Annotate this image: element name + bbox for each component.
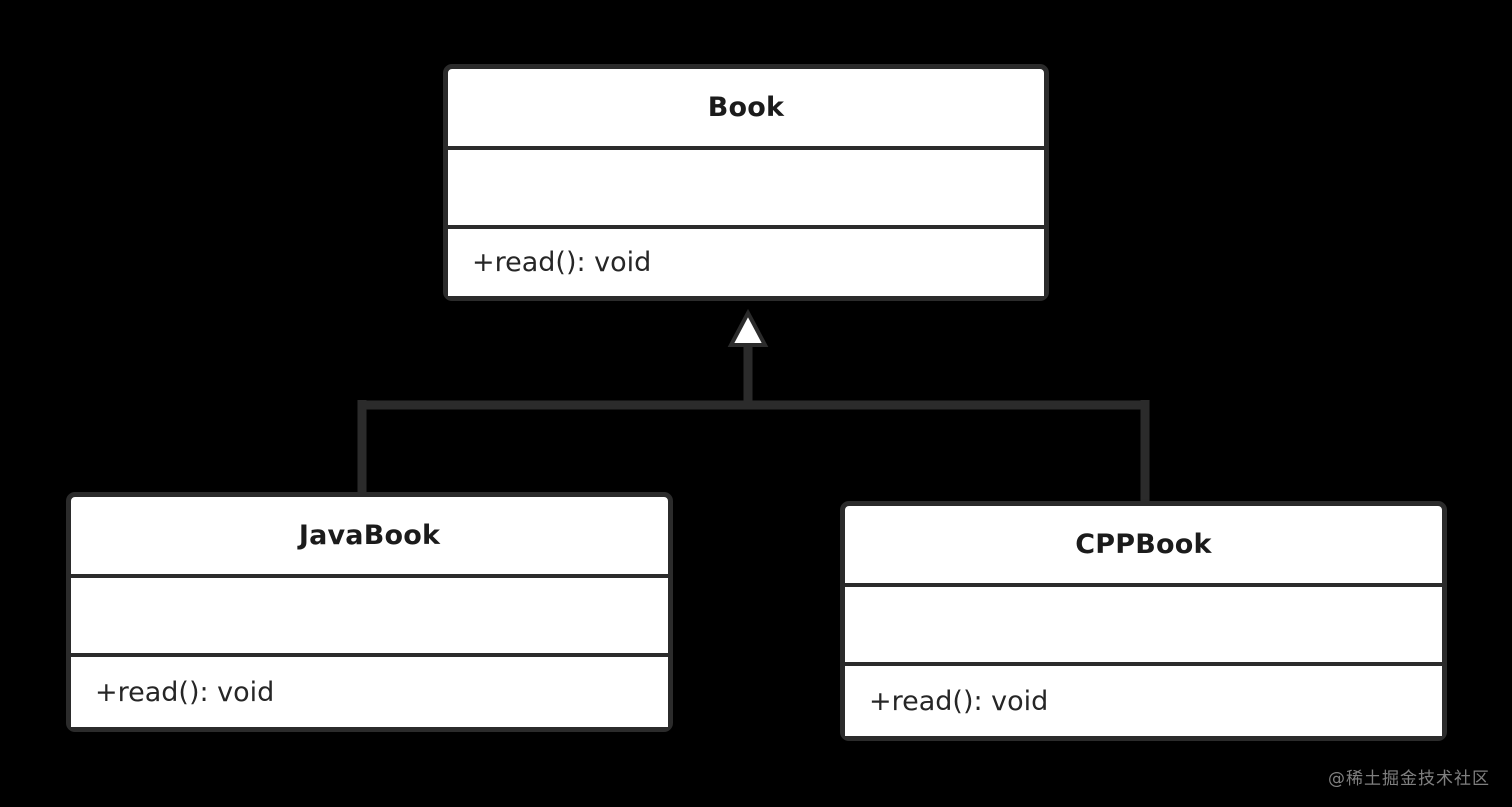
uml-attributes-compartment-javabook — [71, 574, 668, 653]
inheritance-arrowhead-icon — [727, 308, 769, 347]
uml-method-javabook-read: +read(): void — [95, 676, 275, 708]
uml-attributes-compartment-book — [448, 146, 1044, 225]
uml-attributes-compartment-cppbook — [845, 583, 1442, 662]
uml-methods-compartment-cppbook: +read(): void — [845, 662, 1442, 736]
uml-class-javabook[interactable]: JavaBook +read(): void — [66, 492, 673, 732]
uml-methods-compartment-javabook: +read(): void — [71, 653, 668, 727]
uml-method-cppbook-read: +read(): void — [869, 685, 1049, 717]
uml-class-name-book: Book — [707, 92, 785, 123]
uml-class-name-cppbook: CPPBook — [1075, 529, 1212, 560]
uml-class-cppbook[interactable]: CPPBook +read(): void — [840, 501, 1447, 741]
uml-method-book-read: +read(): void — [472, 247, 652, 278]
uml-class-name-javabook: JavaBook — [298, 520, 441, 551]
uml-class-book[interactable]: Book +read(): void — [443, 64, 1049, 301]
watermark-text: @稀土掘金技术社区 — [1328, 769, 1490, 789]
uml-methods-compartment-book: +read(): void — [448, 225, 1044, 296]
